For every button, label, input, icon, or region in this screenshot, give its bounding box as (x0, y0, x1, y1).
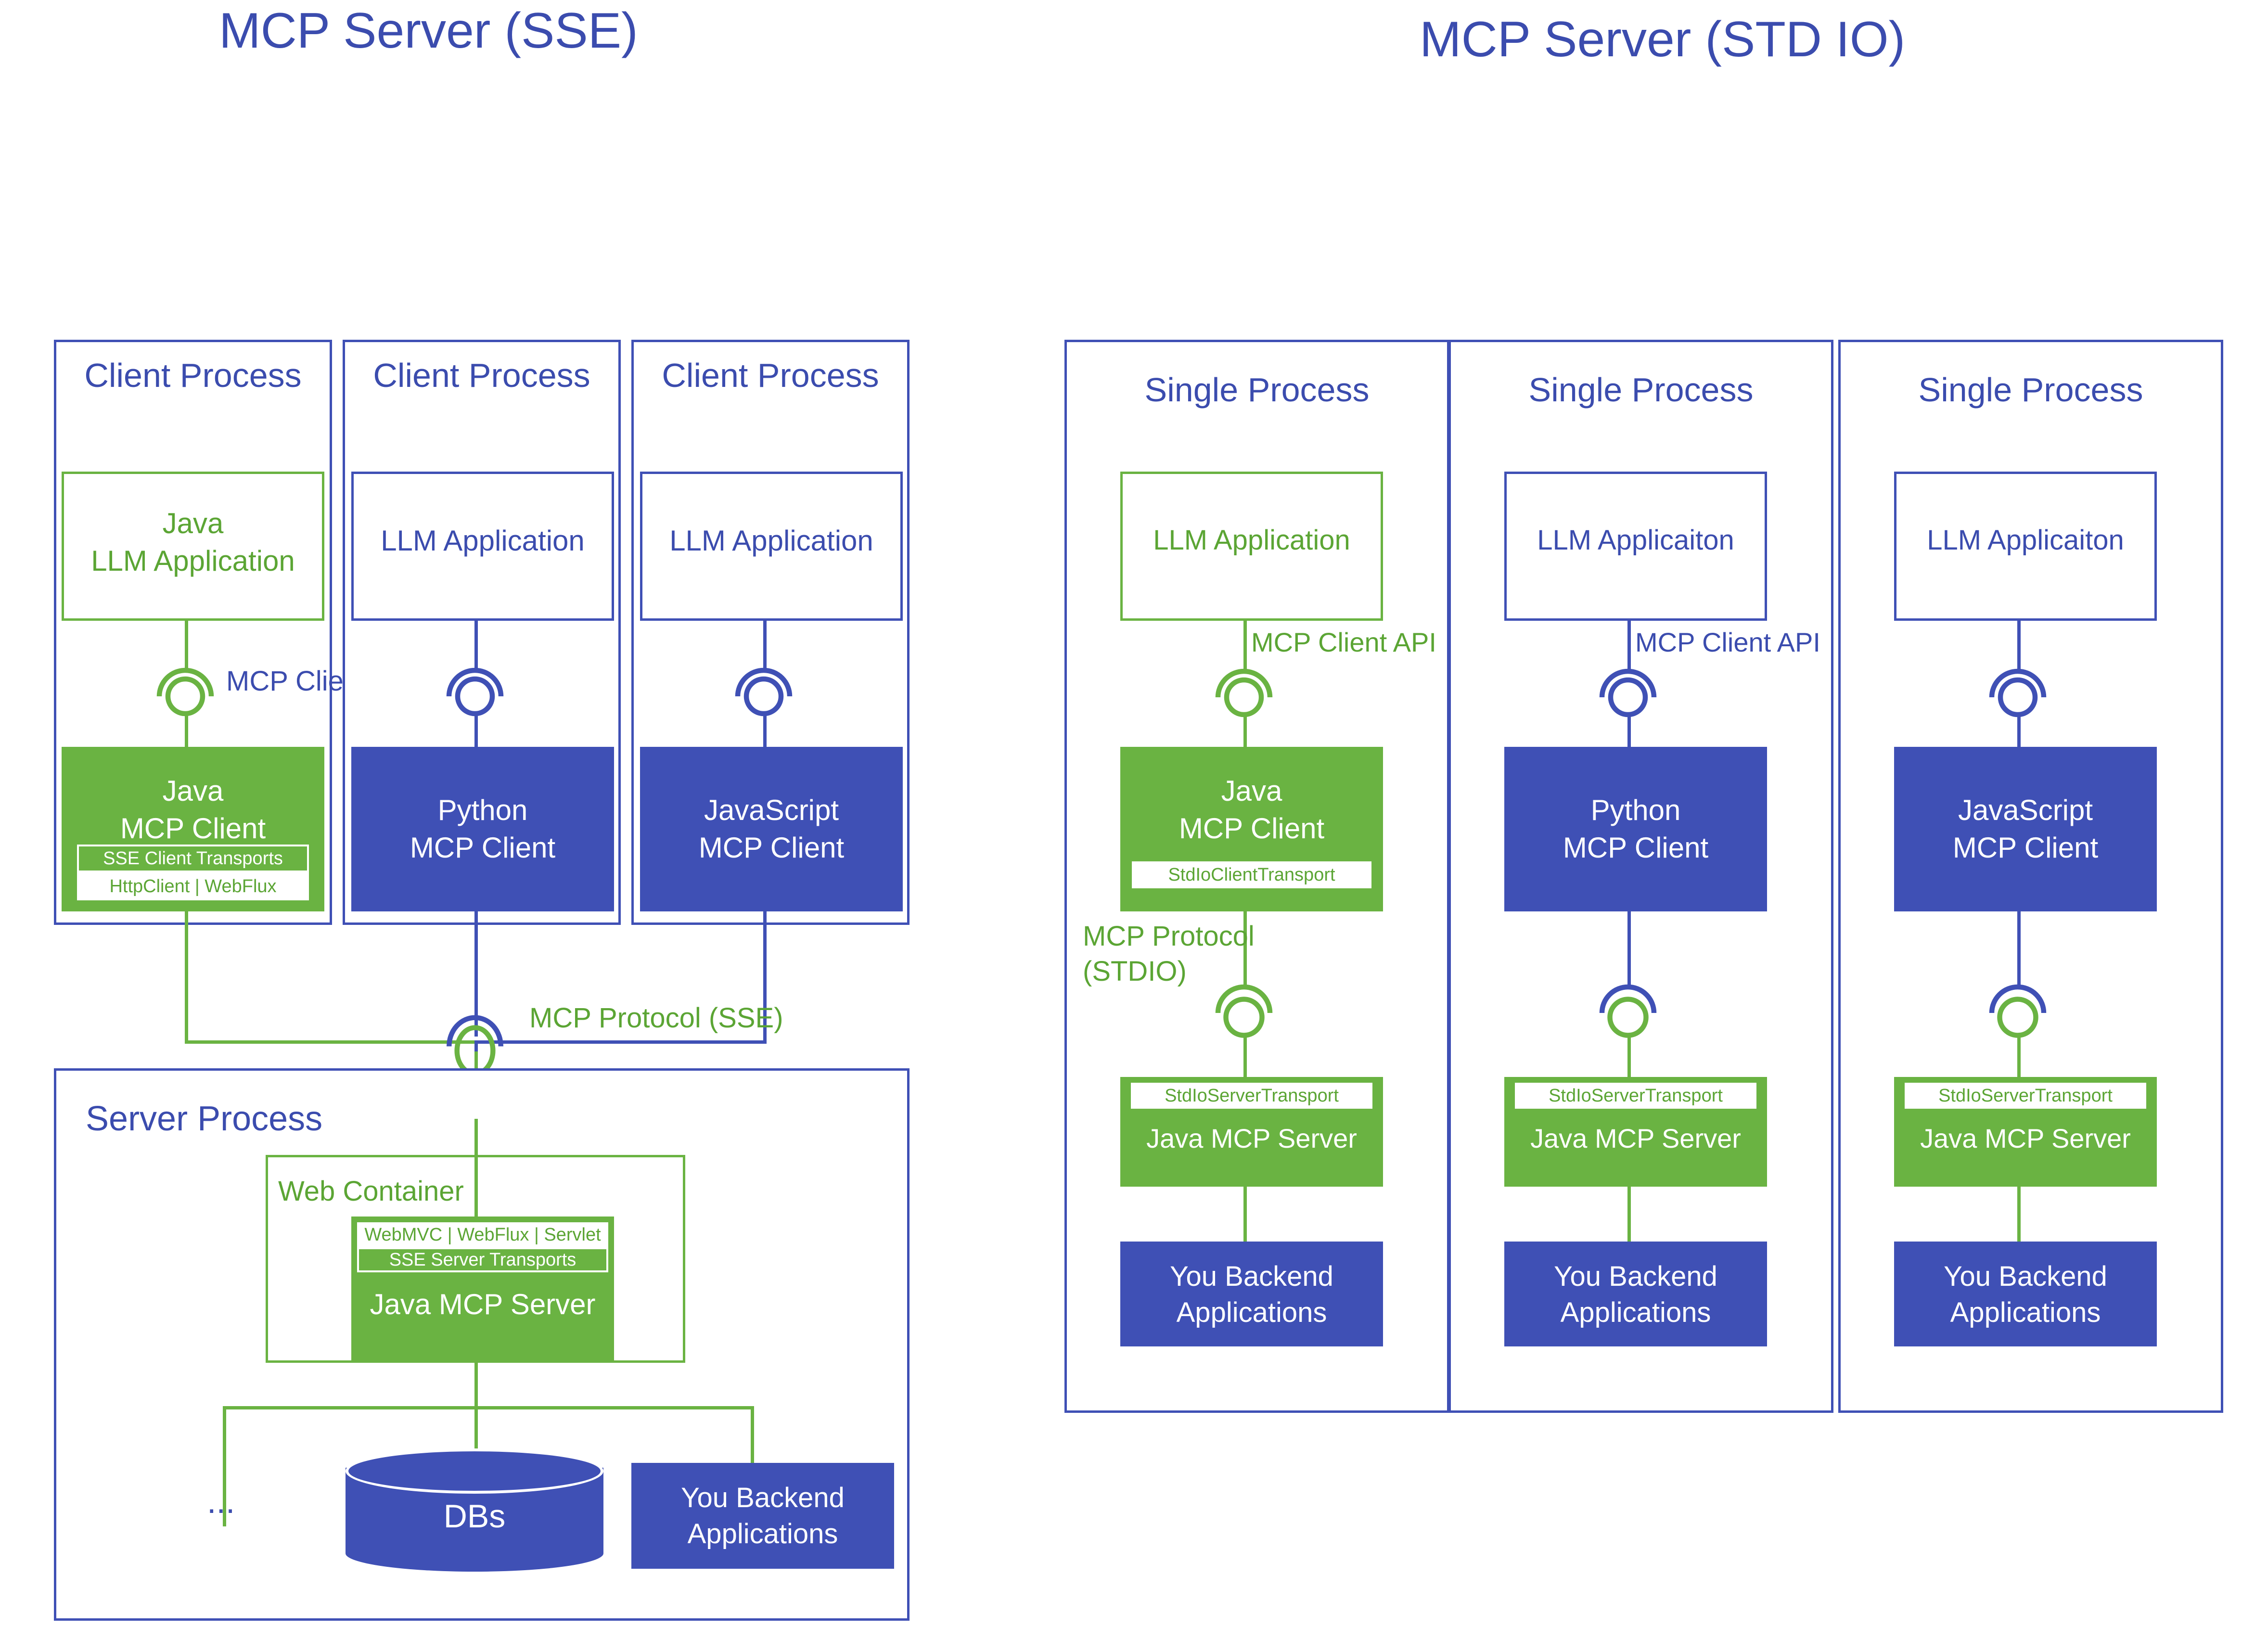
stdio-protocol-line-lower-3 (2017, 1035, 2021, 1078)
stdio-llm-application-label-1: LLM Application (1153, 525, 1350, 556)
stdio-protocol-line-lower-2 (1627, 1035, 1631, 1078)
stdio-mcp-client-label-3: JavaScript MCP Client (1952, 794, 2099, 864)
connector-line-socket-client-1 (185, 712, 188, 747)
sse-client-transports-detail: HttpClient | WebFlux (77, 872, 309, 900)
mcp-protocol-sse-label: MCP Protocol (SSE) (529, 1002, 783, 1034)
stdio-connector-socket-client-1 (1243, 713, 1247, 748)
stdio-backend-applications-box-1 (1120, 1242, 1383, 1346)
stdio-mcp-client-box-2 (1504, 747, 1767, 911)
connector-line-app-client-1 (185, 621, 188, 669)
stdio-mcp-client-label-1: Java MCP Client (1179, 775, 1325, 845)
stdio-server-transport-strip-3: StdIoServerTransport (1905, 1083, 2146, 1109)
stdio-backend-applications-label-2: You Backend Applications (1554, 1261, 1717, 1329)
stdio-protocol-line-lower-1 (1243, 1035, 1247, 1078)
stdio-connector-socket-client-2 (1627, 713, 1631, 748)
connector-line-socket-client-3 (763, 712, 767, 747)
stdio-backend-applications-box-2 (1504, 1242, 1767, 1346)
fanout-bar (223, 1406, 754, 1409)
stdio-mcp-client-label-2: Python MCP Client (1563, 794, 1709, 864)
bus-line-green-drop (185, 911, 188, 1044)
stdio-backend-applications-label-3: You Backend Applications (1944, 1261, 2107, 1329)
stdio-connector-app-client-2 (1627, 621, 1631, 671)
stdio-mcp-client-api-label-2: MCP Client API (1635, 627, 1820, 657)
stdio-server-backend-line-2 (1627, 1187, 1631, 1244)
stdio-connector-socket-client-3 (2017, 713, 2021, 748)
bus-line-green-horizontal (185, 1040, 477, 1044)
connector-line-into-server (474, 1119, 478, 1225)
stdio-backend-applications-box-3 (1894, 1242, 2157, 1346)
stdio-llm-application-box-1 (1120, 472, 1383, 621)
sse-server-transports-strip: SSE Server Transports (357, 1247, 608, 1272)
stdio-connector-app-client-3 (2017, 621, 2021, 671)
single-process-heading-3: Single Process (1918, 371, 2143, 409)
stdio-client-transport-strip-1: StdIoClientTransport (1132, 861, 1371, 888)
stdio-mcp-client-box-3 (1894, 747, 2157, 911)
web-container-label: Web Container (278, 1176, 464, 1207)
stdio-llm-application-box-3 (1894, 472, 2157, 621)
stdio-backend-applications-label-1: You Backend Applications (1170, 1261, 1333, 1329)
client-process-3-heading: Client Process (662, 357, 879, 394)
more-clients-ellipsis: ... (207, 1483, 235, 1520)
stdio-server-transport-strip-1: StdIoServerTransport (1131, 1083, 1372, 1109)
llm-application-label-3: LLM Application (669, 525, 873, 557)
sse-client-transports-strip: SSE Client Transports (77, 845, 309, 872)
fanout-trunk (474, 1361, 478, 1409)
connector-line-app-client-2 (474, 621, 478, 669)
stdio-java-mcp-server-label-3: Java MCP Server (1920, 1123, 2131, 1153)
stdio-protocol-line-upper-3 (2017, 911, 2021, 988)
stdio-llm-application-box-2 (1504, 472, 1767, 621)
page-title-sse: MCP Server (SSE) (219, 3, 638, 59)
client-process-2-heading: Client Process (373, 357, 590, 394)
java-mcp-server-label: Java MCP Server (370, 1288, 596, 1320)
database-label: DBs (443, 1498, 506, 1535)
mcp-client-label-2: Python MCP Client (410, 794, 556, 864)
mcp-client-label-3: JavaScript MCP Client (698, 794, 845, 864)
page-title-stdio: MCP Server (STD IO) (1420, 12, 1906, 67)
connector-line-socket-client-2 (474, 712, 478, 747)
backend-applications-box-sse (631, 1463, 894, 1569)
mcp-client-label-1: Java MCP Client (120, 775, 266, 845)
stdio-llm-application-label-2: LLM Applicaiton (1537, 525, 1734, 556)
bus-line-blue-drop (763, 911, 767, 1044)
stdio-server-transport-strip-2: StdIoServerTransport (1515, 1083, 1756, 1109)
stdio-java-mcp-server-label-1: Java MCP Server (1146, 1123, 1357, 1153)
stdio-protocol-label-1: MCP Protocol (STDIO) (1083, 921, 1255, 987)
stdio-server-backend-line-1 (1243, 1187, 1247, 1244)
mcp-client-box-3 (640, 747, 903, 911)
single-process-heading-1: Single Process (1144, 371, 1370, 409)
stdio-llm-application-label-3: LLM Applicaiton (1927, 525, 2124, 556)
bus-line-blue-horizontal (474, 1040, 767, 1044)
stdio-server-backend-line-3 (2017, 1187, 2021, 1244)
stdio-protocol-line-upper-2 (1627, 911, 1631, 988)
backend-applications-label-sse: You Backend Applications (681, 1482, 845, 1550)
database-cylinder-icon (346, 1448, 603, 1572)
fanout-leg-backend (751, 1406, 754, 1502)
llm-application-box-3 (640, 472, 903, 621)
stdio-protocol-line-upper-1 (1243, 911, 1247, 988)
stdio-mcp-client-api-label-1: MCP Client API (1251, 627, 1436, 657)
llm-application-box-1 (62, 472, 324, 621)
mcp-client-box-2 (351, 747, 614, 911)
server-process-heading: Server Process (86, 1100, 323, 1138)
stdio-connector-app-client-1 (1243, 621, 1247, 671)
stdio-java-mcp-server-label-2: Java MCP Server (1530, 1123, 1741, 1153)
connector-line-app-client-3 (763, 621, 767, 669)
fanout-leg-ellipsis (223, 1406, 226, 1526)
llm-application-box-2 (351, 472, 614, 621)
bus-line-center-trunk-upper (474, 911, 478, 1037)
client-process-1-heading: Client Process (84, 357, 302, 394)
sse-server-transport-stack-label: WebMVC | WebFlux | Servlet (357, 1222, 608, 1247)
llm-application-label-1: Java LLM Application (91, 507, 295, 577)
llm-application-label-2: LLM Application (381, 525, 585, 557)
single-process-heading-2: Single Process (1528, 371, 1754, 409)
